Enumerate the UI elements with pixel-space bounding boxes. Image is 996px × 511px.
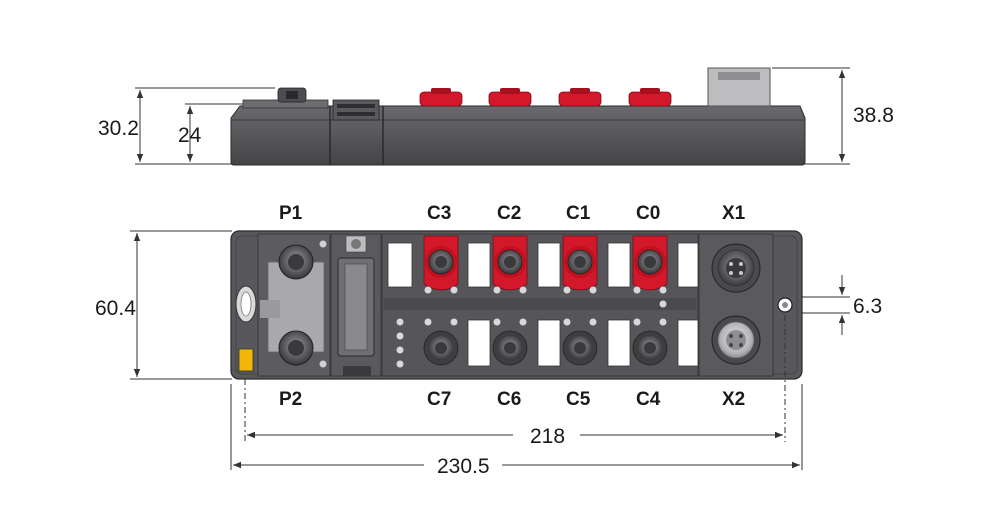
led-col-2 <box>396 332 404 340</box>
x1-connector <box>711 243 761 293</box>
middle-clip-bottom <box>343 366 371 376</box>
metal-plate-arm <box>260 300 280 318</box>
led-c2-a <box>493 286 501 294</box>
p1-connector-pins <box>288 254 304 270</box>
label-slot-bottom-1 <box>467 319 491 367</box>
port-label-c2: C2 <box>497 203 521 224</box>
label-slot-top-4 <box>677 242 699 288</box>
side-red-connector-c2 <box>488 91 532 107</box>
led-c7-a <box>424 318 432 326</box>
connectors-bottom <box>423 330 668 366</box>
led-c2-b <box>519 286 527 294</box>
led-c3-a <box>424 286 432 294</box>
red-connectors-top <box>423 235 668 291</box>
port-label-c6: C6 <box>497 389 521 410</box>
oval-switch-inner <box>240 291 252 317</box>
label-slot-top-2 <box>537 242 561 288</box>
port-labels-top: P1 C3 C2 C1 C0 X1 <box>279 203 746 224</box>
label-slot-bottom-2 <box>537 319 561 367</box>
c0-connector <box>632 235 668 291</box>
port-label-c3: C3 <box>427 203 451 224</box>
dim-label-24: 24 <box>178 124 202 147</box>
port-label-c4: C4 <box>636 389 661 410</box>
status-leds <box>396 286 667 368</box>
port-label-c7: C7 <box>427 389 451 410</box>
screw-dot-bottom <box>319 360 327 368</box>
label-slot-top-1 <box>467 242 491 288</box>
screw-dot-top <box>319 240 327 248</box>
yellow-led <box>238 348 254 372</box>
led-c3-b <box>450 286 458 294</box>
led-c6-a <box>493 318 501 326</box>
led-col-3 <box>396 346 404 354</box>
port-label-x1: X1 <box>722 203 746 224</box>
led-c0-b <box>659 286 667 294</box>
led-c5-a <box>563 318 571 326</box>
middle-cover-inner <box>344 263 368 351</box>
side-view <box>135 67 850 166</box>
side-red-cap-c2 <box>500 88 520 94</box>
side-clip <box>332 99 380 121</box>
label-slots-top <box>387 242 699 288</box>
side-red-cap-c3 <box>431 88 451 94</box>
mounting-hole-center <box>782 302 788 308</box>
led-c4-a <box>633 318 641 326</box>
side-housing <box>230 105 806 166</box>
side-red-connector-c0 <box>628 91 672 107</box>
port-labels-bottom: P2 C7 C6 C5 C4 X2 <box>279 389 745 410</box>
dim-label-30-2: 30.2 <box>98 117 139 140</box>
led-c4-b <box>659 318 667 326</box>
c1-connector <box>562 235 598 291</box>
label-slot-top-0 <box>387 242 413 288</box>
c2-connector <box>492 235 528 291</box>
label-slot-top-3 <box>607 242 631 288</box>
main-module-band <box>382 298 698 310</box>
led-c0-a <box>633 286 641 294</box>
side-red-cap-c0 <box>640 88 660 94</box>
c7-connector <box>423 330 459 366</box>
dim-label-230-5: 230.5 <box>437 455 490 478</box>
c6-connector <box>492 330 528 366</box>
dim-label-218: 218 <box>530 425 565 448</box>
dimension-labels: 30.2 24 38.8 60.4 6.3 218 230.5 <box>95 104 894 478</box>
dim-label-6-3: 6.3 <box>853 295 882 318</box>
led-c6-b <box>519 318 527 326</box>
led-c1-a <box>563 286 571 294</box>
led-col-1 <box>396 318 404 326</box>
led-c7-b <box>450 318 458 326</box>
led-c1-b <box>589 286 597 294</box>
side-red-connector-c1 <box>558 91 602 107</box>
port-label-p1: P1 <box>279 203 303 224</box>
side-red-connectors <box>419 88 672 107</box>
side-p1-connector-center <box>286 91 298 99</box>
p2-connector-pins <box>288 340 304 356</box>
c3-connector <box>423 235 459 291</box>
led-x-a <box>659 300 667 308</box>
side-clip-detail <box>337 104 375 108</box>
dim-label-38-8: 38.8 <box>853 104 894 127</box>
c5-connector <box>562 330 598 366</box>
side-x1-connector-nut <box>718 72 760 80</box>
led-col-4 <box>396 360 404 368</box>
label-slot-bottom-4 <box>677 319 699 367</box>
port-label-x2: X2 <box>722 389 745 410</box>
port-label-c1: C1 <box>566 203 591 224</box>
port-label-c5: C5 <box>566 389 591 410</box>
c4-connector <box>632 330 668 366</box>
port-label-c0: C0 <box>636 203 660 224</box>
label-slots-bottom <box>467 319 699 367</box>
top-view <box>130 230 850 470</box>
side-red-connector-c3 <box>419 91 463 107</box>
dim-label-60-4: 60.4 <box>95 297 136 320</box>
led-c5-b <box>589 318 597 326</box>
side-clip-detail-2 <box>337 112 375 116</box>
side-red-cap-c1 <box>570 88 590 94</box>
port-label-p2: P2 <box>279 389 302 410</box>
x2-connector <box>711 315 761 365</box>
gear-icon <box>351 239 361 249</box>
label-slot-bottom-3 <box>607 319 631 367</box>
